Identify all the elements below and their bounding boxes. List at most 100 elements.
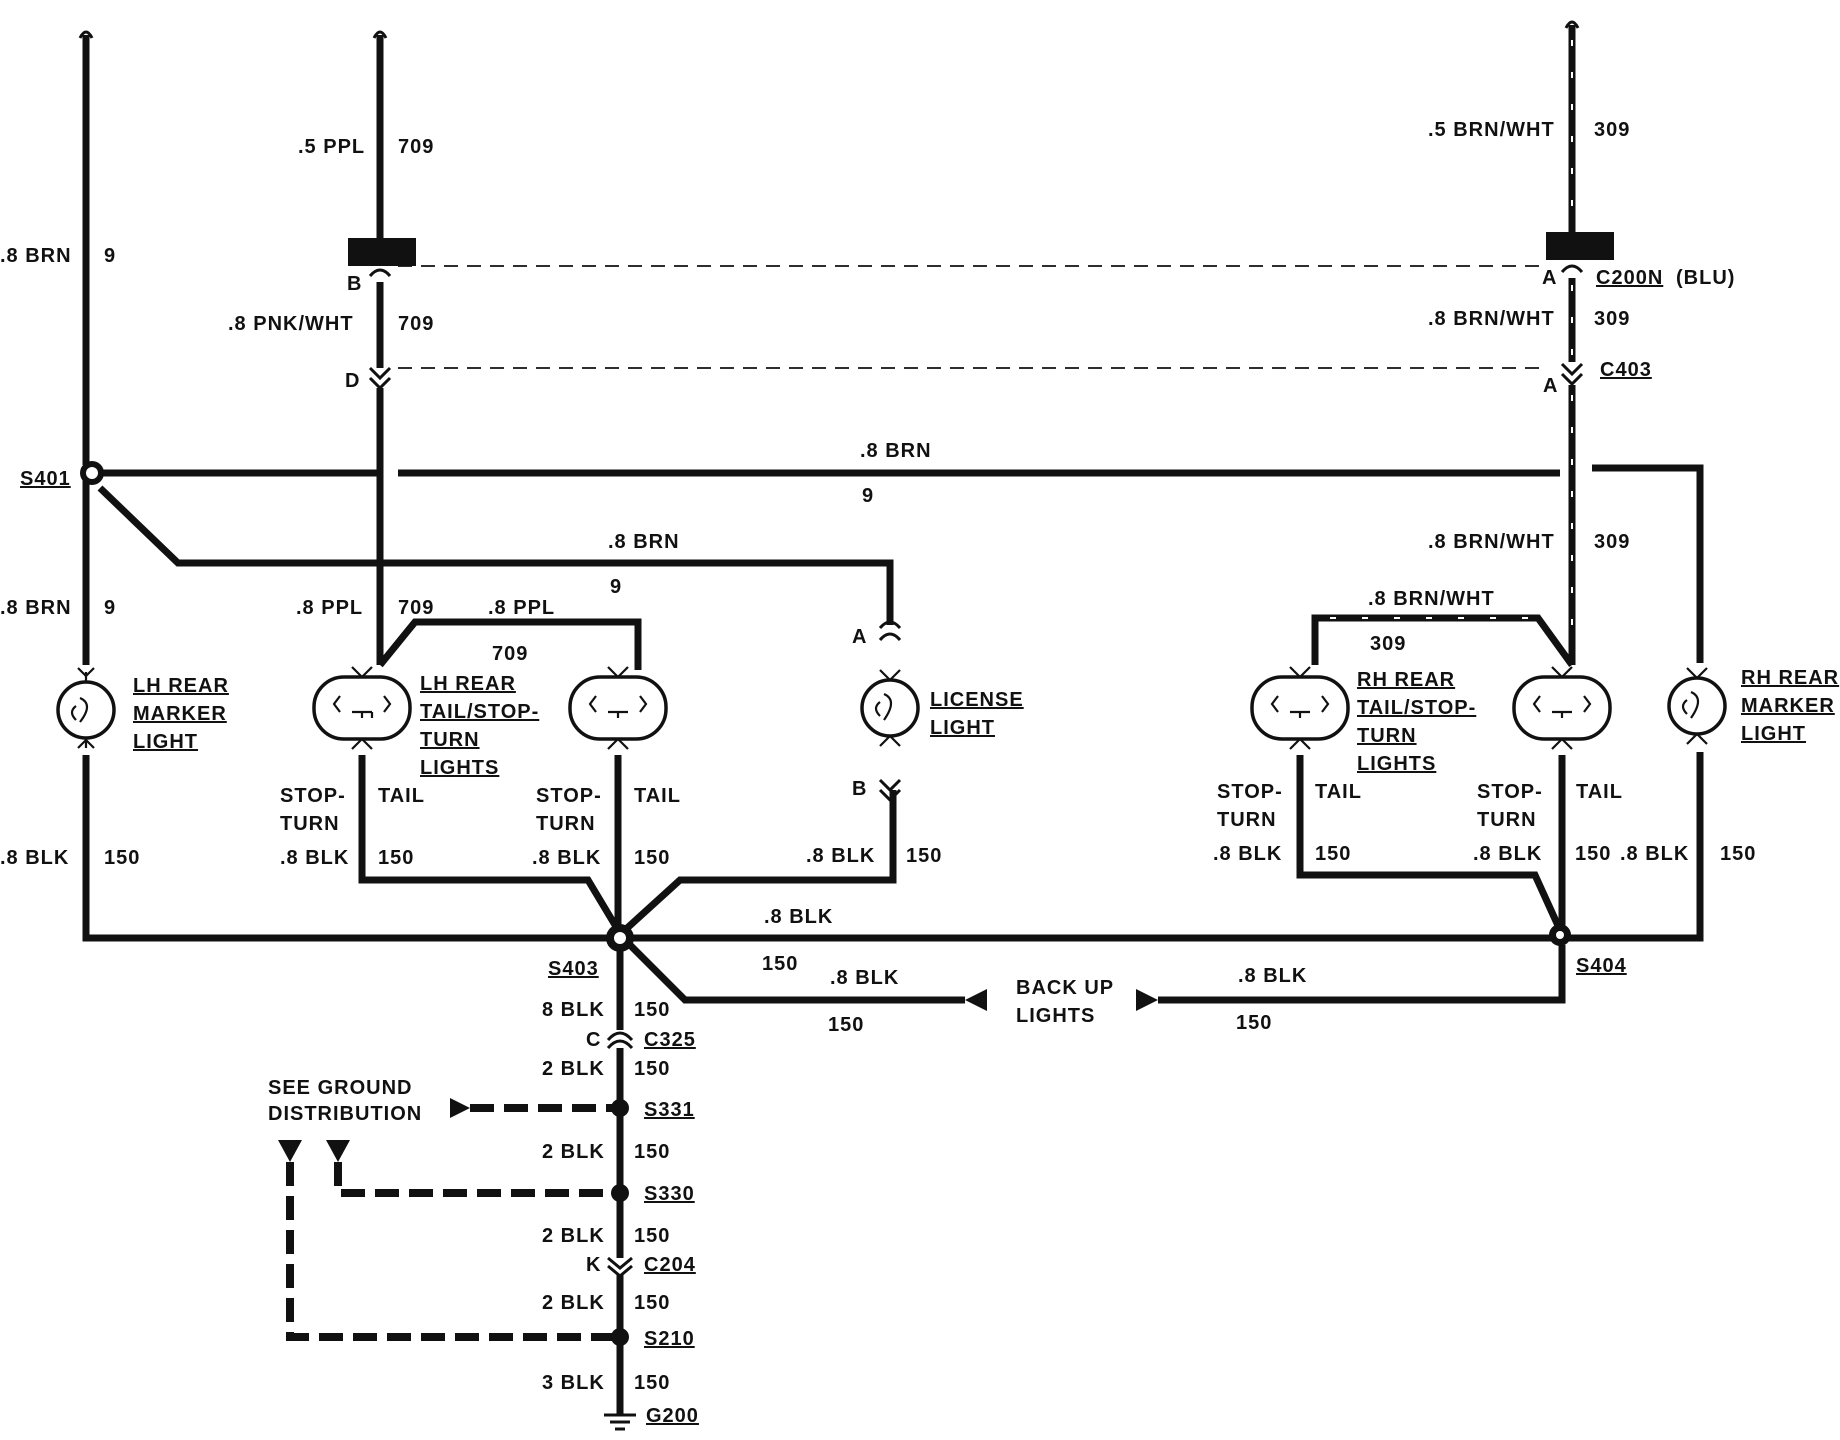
lh-tail-name: TAIL/STOP-: [420, 701, 539, 723]
function-label: TAIL: [1315, 781, 1362, 803]
rh-marker-lamp-icon: [1667, 667, 1727, 745]
splice-s403-label: S403: [548, 958, 599, 980]
wire-blk-150-backup-r: [1158, 945, 1566, 1004]
rh-marker-name: RH REAR: [1741, 667, 1839, 689]
splice-s401-center: [86, 467, 98, 479]
wire-label: .8 BLK: [280, 847, 349, 869]
circuit-label: 150: [634, 1058, 670, 1080]
circuit-label: 150: [634, 847, 670, 869]
break-icon: [78, 30, 94, 39]
connector-chevron-icon: [878, 620, 902, 642]
lh-marker-lamp-icon: [56, 667, 116, 749]
function-label: STOP-: [1477, 781, 1543, 803]
circuit-label: 309: [1594, 531, 1630, 553]
lh-tail-name: LIGHTS: [420, 757, 499, 779]
splice-s404-center: [1556, 931, 1564, 939]
license-name: LIGHT: [930, 717, 995, 739]
backup-label: BACK UP: [1016, 977, 1114, 999]
wire-label: .8 PPL: [488, 597, 555, 619]
wire-label: .8 BRN/WHT: [1428, 531, 1555, 553]
wire-label: .8 PPL: [296, 597, 363, 619]
connector-arc-icon: [368, 268, 392, 278]
ground-g200-icon: [604, 1413, 636, 1431]
wire-label: .8 BLK: [0, 847, 69, 869]
lh-tail-lamp-2-icon: [568, 666, 668, 750]
connector-chevron-icon: [1560, 362, 1584, 387]
splice-s401-label: S401: [20, 468, 71, 490]
wires: [82, 25, 1704, 1415]
circuit-label: 709: [398, 136, 434, 158]
splice-dots: [80, 461, 1571, 1346]
wire-label: 2 BLK: [542, 1225, 605, 1247]
rh-marker-name: LIGHT: [1741, 723, 1806, 745]
pin-label: B: [347, 273, 362, 295]
wire-brn-9-bus-c: [1592, 464, 1704, 663]
function-label: STOP-: [280, 785, 346, 807]
wire-blk-150-lhmarker: [82, 755, 615, 942]
circuit-label: 150: [1236, 1012, 1272, 1034]
circuit-label: 150: [634, 999, 670, 1021]
circuit-label: 150: [634, 1292, 670, 1314]
wire-blk-150-rhmarker: [1565, 752, 1704, 942]
wire-label: .8 BRN: [860, 440, 932, 462]
circuit-label: 309: [1370, 633, 1406, 655]
license-lamp-icon: [860, 669, 920, 747]
ground-note: DISTRIBUTION: [268, 1103, 422, 1125]
rh-marker-name: MARKER: [1741, 695, 1835, 717]
circuit-label: 150: [906, 845, 942, 867]
circuit-label: 150: [1575, 843, 1611, 865]
ground-arrow-down-icon: [326, 1140, 350, 1162]
break-icon: [1564, 20, 1580, 29]
connector-shapes: [78, 20, 1614, 1278]
backup-arrow-left-icon: [965, 989, 987, 1011]
wire-label: .5 BRN/WHT: [1428, 119, 1555, 141]
circuit-label: 9: [610, 576, 622, 598]
wire-label: .8 BRN: [608, 531, 680, 553]
lh-tail-name: LH REAR: [420, 673, 516, 695]
wire-label: .8 BLK: [1473, 843, 1542, 865]
rh-tail-lamp-2-icon: [1512, 666, 1612, 750]
rh-tail-lamp-1-icon: [1250, 666, 1350, 750]
circuit-label: 150: [378, 847, 414, 869]
wire-blk-150-license: [622, 790, 897, 933]
circuit-label: 150: [104, 847, 140, 869]
pin-label: D: [345, 370, 360, 392]
wire-label: .8 BLK: [1213, 843, 1282, 865]
rh-tail-name: TAIL/STOP-: [1357, 697, 1476, 719]
wire-label: 3 BLK: [542, 1372, 605, 1394]
connector-c200n-label: C200N: [1596, 267, 1663, 289]
wire-label: 8 BLK: [542, 999, 605, 1021]
connector-chevron-icon: [368, 366, 392, 391]
ground-arrow-right-icon: [450, 1098, 470, 1118]
wire-label: .8 BLK: [830, 967, 899, 989]
wire-label: .8 BLK: [806, 845, 875, 867]
backup-label: LIGHTS: [1016, 1005, 1095, 1027]
wire-label: .8 BLK: [532, 847, 601, 869]
lh-marker-name: LIGHT: [133, 731, 198, 753]
splice-s403-center: [614, 932, 626, 944]
connector-arc-icon: [1560, 264, 1584, 274]
labels: .8 BRN 9 .5 PPL 709 B .8 PNK/WHT 709 D .…: [0, 119, 1839, 1427]
wire-label: .8 PNK/WHT: [228, 313, 354, 335]
wire-label: .8 BLK: [764, 906, 833, 928]
function-label: TURN: [280, 813, 340, 835]
wire-blk-150-lh1: [358, 755, 622, 932]
circuit-label: 709: [398, 313, 434, 335]
ground-g200-label: G200: [646, 1405, 699, 1427]
function-label: TAIL: [634, 785, 681, 807]
ground-note: SEE GROUND: [268, 1077, 412, 1099]
lh-marker-name: LH REAR: [133, 675, 229, 697]
wire-brn-9-license: [97, 485, 894, 625]
wire-label: .8 BRN: [0, 597, 72, 619]
lh-tail-lamp-1-icon: [312, 666, 412, 750]
circuit-label: 150: [1720, 843, 1756, 865]
circuit-label: 709: [398, 597, 434, 619]
wire-ppl-709-lh2: [377, 618, 642, 670]
splice-s331-dot: [611, 1099, 629, 1117]
rh-tail-name: RH REAR: [1357, 669, 1455, 691]
wire-label: .8 BRN/WHT: [1428, 308, 1555, 330]
circuit-label: 9: [104, 245, 116, 267]
splice-s331-label: S331: [644, 1099, 695, 1121]
circuit-label: 9: [104, 597, 116, 619]
